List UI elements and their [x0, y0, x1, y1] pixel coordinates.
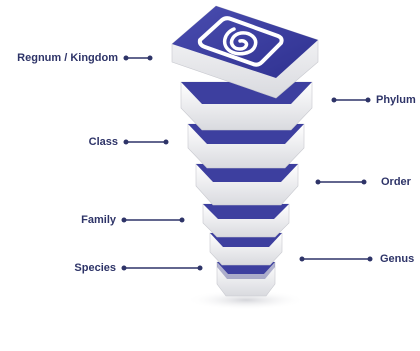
ground-shadow [186, 290, 306, 310]
label-order: Order [381, 176, 411, 188]
tier-family [202, 203, 290, 238]
connector-species [121, 265, 203, 271]
label-genus: Genus [380, 253, 415, 265]
spiral-icon [197, 16, 284, 67]
label-species: Species [74, 262, 116, 274]
label-phylum: Phylum [376, 94, 416, 106]
label-kingdom: Regnum / Kingdom [17, 52, 118, 64]
tier-phylum [180, 81, 313, 131]
tier-order [195, 163, 299, 206]
tier-kingdom [171, 5, 319, 99]
connector-class [123, 139, 169, 145]
label-class: Class [88, 136, 118, 148]
tier-species [216, 261, 276, 297]
label-family: Family [81, 214, 116, 226]
connector-family [121, 217, 185, 223]
tier-genus [209, 232, 283, 266]
tier-class [187, 123, 305, 169]
connector-kingdom [123, 55, 153, 61]
connector-order [315, 179, 367, 185]
connector-phylum [331, 97, 371, 103]
connector-genus [299, 256, 373, 262]
